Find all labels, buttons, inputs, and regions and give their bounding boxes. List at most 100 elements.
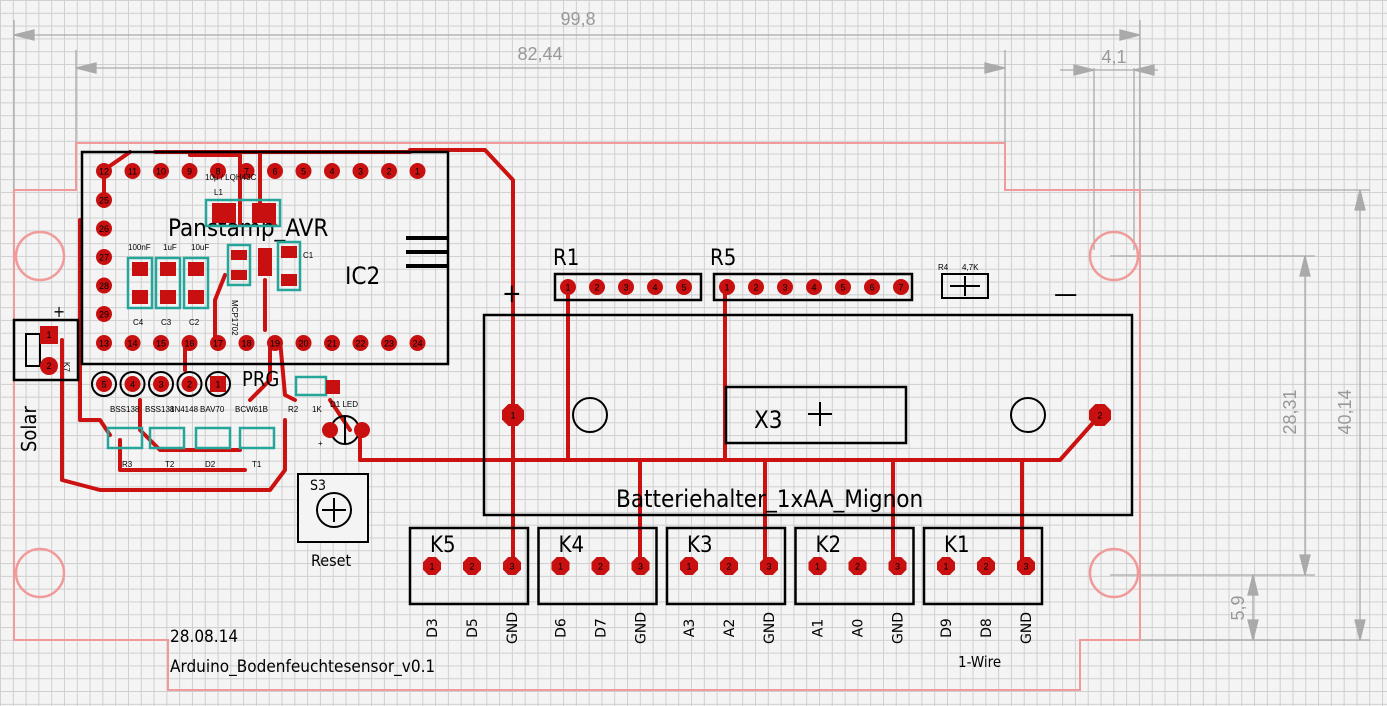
capacitor-c3[interactable] — [154, 256, 182, 310]
pad-label: 1 — [429, 562, 434, 572]
connector-label: K4 — [559, 533, 585, 558]
r1-pin-3: 3 — [618, 279, 634, 295]
pad-label: 12 — [99, 167, 109, 177]
solar-label: Solar — [17, 406, 41, 452]
battery-pin-2: 2 — [1089, 404, 1111, 426]
r5-pin-4: 4 — [806, 279, 822, 295]
r2-value: 1K — [312, 405, 322, 414]
reset-button[interactable]: S3 Reset — [297, 473, 369, 570]
smd-labels: 100nF 1uF 10uF C4 C3 C2 MCP1702 L1 C1 10… — [110, 173, 322, 469]
panstamp-pad-3: 3 — [352, 163, 369, 179]
connector-label: K5 — [430, 533, 456, 558]
panstamp-pad-8: 8 — [210, 163, 226, 179]
panstamp-pad-25: 25 — [96, 192, 112, 208]
connector-pin-3: 3 — [1017, 557, 1035, 575]
connector-label: K3 — [687, 533, 713, 558]
pad-label: 1 — [943, 562, 948, 572]
pad-label: 2 — [1097, 411, 1102, 421]
connector-pin-2: 2 — [848, 557, 867, 575]
connector-pin-label: GND — [891, 612, 907, 644]
diode-d2[interactable] — [194, 426, 232, 450]
panstamp-pad-17: 17 — [210, 335, 226, 351]
k7-label: K7 — [62, 362, 71, 372]
connector-label: K1 — [944, 533, 970, 558]
r1-pin-5: 5 — [676, 279, 692, 295]
connector-pin-label: D3 — [425, 618, 441, 638]
inductor-l1[interactable] — [204, 198, 282, 228]
transistor-t3[interactable] — [106, 426, 144, 450]
pad-label: 2 — [386, 167, 391, 177]
dimension-lines — [13, 20, 1370, 641]
cap-name-label: C3 — [161, 318, 172, 327]
r5-pin-3: 3 — [777, 279, 793, 295]
pad-label: 1 — [565, 283, 570, 293]
panstamp-pad-10: 10 — [153, 163, 169, 179]
reset-label: Reset — [311, 551, 352, 570]
solar-connector[interactable]: 1 2 + K7 Solar — [12, 302, 80, 452]
panstamp-pad-5: 5 — [295, 163, 312, 179]
ic2-label: IC2 — [345, 262, 380, 290]
dim-right-offset: 4,1 — [1101, 47, 1126, 67]
connector-pin-2: 2 — [977, 557, 995, 575]
cap-value-label: 10uF — [191, 243, 209, 252]
capacitor-c1[interactable] — [276, 240, 302, 292]
pad-label: 1 — [558, 562, 563, 572]
connector-pin-3: 3 — [631, 557, 650, 575]
pad-label: 16 — [184, 339, 194, 349]
pad-label: 5 — [301, 167, 306, 177]
t-label: BAV70 — [200, 405, 225, 414]
panstamp-pad-29: 29 — [96, 306, 112, 322]
panstamp-pad-2: 2 — [381, 163, 397, 179]
s3-label: S3 — [310, 478, 326, 494]
resistor-r2[interactable] — [294, 375, 328, 397]
capacitor-c2[interactable] — [182, 256, 210, 310]
connector-pin-label: GND — [762, 612, 778, 644]
pad-label: 24 — [412, 339, 422, 349]
pad-label: 9 — [187, 167, 192, 177]
connector-pin-label: GND — [1019, 612, 1035, 644]
pad-label: 1 — [215, 380, 220, 390]
cap-name-label: C4 — [133, 318, 144, 327]
pad-label: 2 — [598, 562, 603, 572]
mcp-regulator[interactable] — [226, 243, 252, 287]
prg-pin-1: 1 — [205, 371, 231, 397]
connector-pin-label: GND — [634, 612, 650, 644]
pad-label: 3 — [623, 283, 628, 293]
resistor-r4[interactable]: R4 4,7K — [938, 263, 989, 299]
solar-plus: + — [53, 302, 65, 321]
pad-label: 2 — [855, 562, 860, 572]
pad-label: 27 — [99, 253, 109, 263]
transistor-t2[interactable] — [148, 426, 186, 450]
transistor-t1[interactable] — [238, 426, 276, 450]
pad-label: 2 — [726, 562, 731, 572]
capacitor-c4[interactable] — [126, 256, 154, 310]
r1-pin-2: 2 — [589, 279, 605, 295]
pad-label: 8 — [215, 167, 220, 177]
battery-minus-mark: — — [1054, 279, 1077, 309]
connector-pin-label: D7 — [594, 618, 610, 638]
one-wire-label: 1-Wire — [958, 653, 1001, 671]
dim-height-total: 40,14 — [1335, 389, 1355, 434]
pad-label: 29 — [99, 310, 109, 320]
led-d1[interactable]: D1 LED + — [318, 400, 370, 448]
t-label: BSS138 — [145, 405, 175, 414]
mounting-holes — [14, 230, 1140, 599]
traces — [60, 148, 1102, 567]
panstamp-label: Panstamp_AVR — [168, 214, 328, 242]
q-label: T2 — [165, 460, 175, 469]
pad-label: 13 — [99, 339, 109, 349]
pad-label: 4 — [652, 283, 657, 293]
